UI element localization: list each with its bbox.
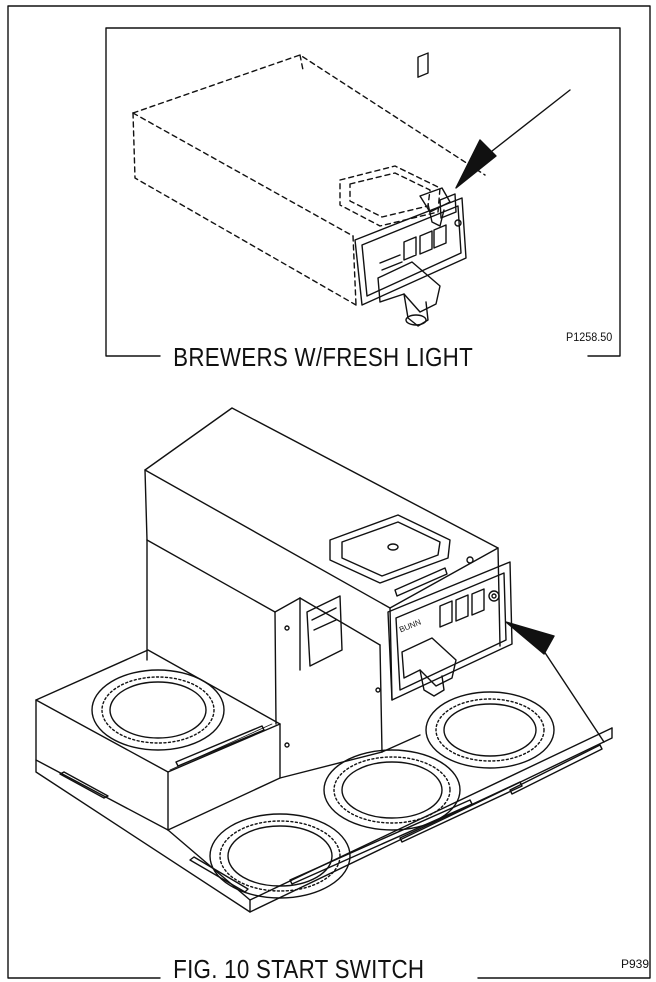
warmer-plate-1	[91, 669, 225, 751]
inset-front-panel	[354, 52, 467, 306]
figure-part-number: P939	[621, 957, 650, 971]
warmer-plate-3	[323, 749, 461, 831]
outer-frame	[7, 5, 651, 979]
main-pointer-arrow	[505, 621, 605, 743]
warmer-plate-4	[209, 813, 351, 899]
figure-caption: FIG. 10 START SWITCH	[168, 954, 430, 982]
inset-caption: BREWERS W/FRESH LIGHT	[168, 342, 479, 373]
inset-part-number: P1258.50	[566, 330, 613, 344]
inset-brewer-outline	[132, 54, 486, 306]
warmer-plate-2	[425, 691, 555, 769]
inset-switch	[419, 187, 451, 227]
main-brewer-body	[144, 407, 513, 753]
inset-frame	[105, 27, 621, 357]
inset-faucet	[377, 261, 441, 327]
inset-pointer-arrow	[455, 89, 571, 189]
brewer-base	[35, 727, 613, 913]
